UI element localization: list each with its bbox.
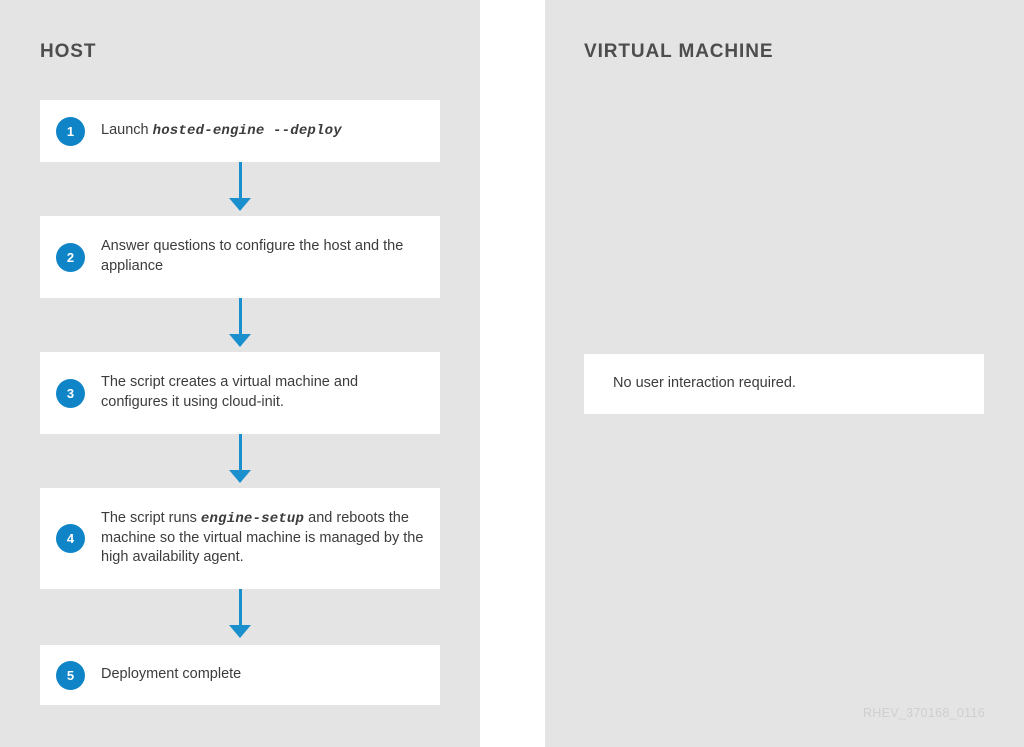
virtual-machine-note-card[interactable]: No user interaction required. [584, 354, 984, 414]
step-number-badge: 3 [56, 378, 85, 408]
watermark-label: RHEV_370168_0116 [862, 706, 985, 720]
step-number-badge: 2 [56, 242, 85, 272]
step-number-badge: 1 [56, 116, 85, 146]
step-text: Launch hosted-engine --deploy [101, 121, 440, 141]
host-step-card-3[interactable]: 3 The script creates a virtual machine a… [40, 352, 440, 434]
step-text: Answer questions to configure the host a… [101, 237, 440, 276]
connector-arrow-3 [229, 470, 251, 483]
connector-line-4 [239, 589, 242, 633]
host-panel-title: HOST [40, 41, 97, 62]
step-text: Deployment complete [101, 665, 440, 685]
host-step-card-1[interactable]: 1 Launch hosted-engine --deploy [40, 100, 440, 162]
step-text-before: The script runs [101, 509, 201, 526]
step-text-after: and reboots the machine so the virtual m… [101, 509, 424, 566]
step-code: engine-setup [200, 510, 305, 527]
host-step-card-2[interactable]: 2 Answer questions to configure the host… [40, 216, 440, 298]
connector-arrow-4 [229, 625, 251, 638]
step-text: The script creates a virtual machine and… [101, 373, 440, 412]
step-text-before: Launch [101, 122, 153, 139]
virtual-machine-panel-title: VIRTUAL MACHINE [584, 41, 774, 62]
connector-line-3 [239, 434, 242, 478]
step-text-before: Deployment complete [101, 666, 242, 683]
connector-line-1 [239, 162, 242, 206]
connector-line-2 [239, 298, 242, 342]
virtual-machine-note-text: No user interaction required. [613, 375, 796, 392]
step-text-before: Answer questions to configure the host a… [101, 238, 404, 274]
step-number-badge: 4 [56, 524, 85, 553]
step-text: The script runs engine-setup and reboots… [101, 509, 440, 568]
step-code: hosted-engine --deploy [152, 123, 342, 140]
host-step-card-5[interactable]: 5 Deployment complete [40, 645, 440, 705]
host-step-card-4[interactable]: 4 The script runs engine-setup and reboo… [40, 488, 440, 589]
step-number-badge: 5 [56, 660, 85, 690]
connector-arrow-1 [229, 198, 251, 211]
connector-arrow-2 [229, 334, 251, 347]
step-text-before: The script creates a virtual machine and… [101, 374, 359, 410]
